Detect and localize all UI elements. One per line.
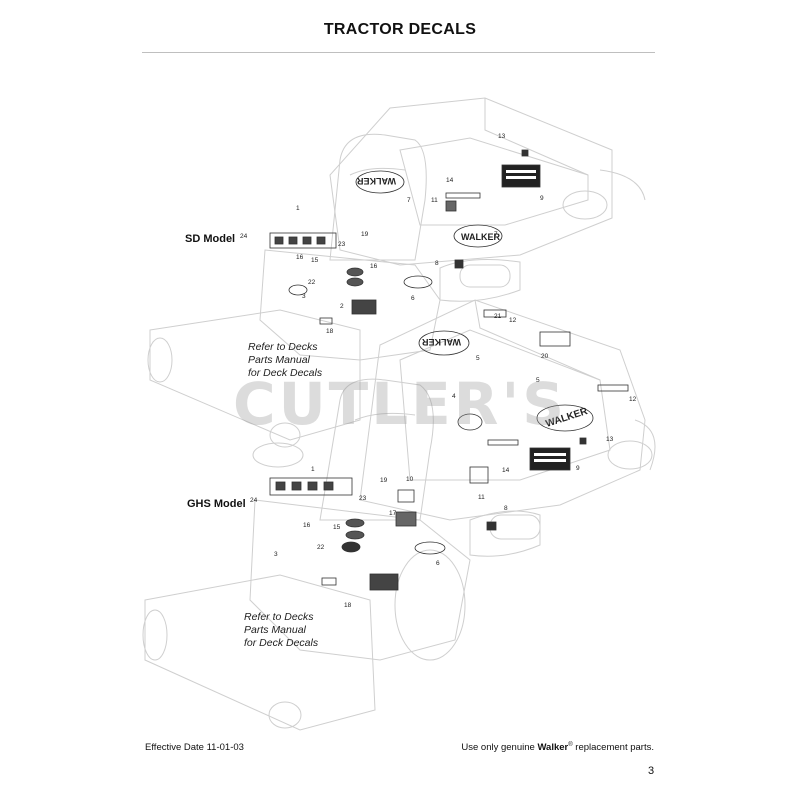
sd-dash-decal	[269, 232, 337, 249]
refer-line: Refer to Decks	[244, 611, 314, 623]
ghs-model-label: GHS Model	[187, 498, 246, 510]
ghs-callout: 3	[274, 551, 278, 558]
ghs-callout: 19	[380, 477, 388, 484]
sd-callout: 11	[431, 197, 438, 204]
page-number: 3	[648, 765, 655, 777]
ghs-callout: 11	[478, 494, 485, 501]
replacement-parts-notice: Use only genuine Walker® replacement par…	[461, 742, 654, 753]
ghs-callout: 5	[536, 377, 540, 384]
sd-callout: 8	[435, 260, 439, 267]
sd-callout: 23	[338, 241, 346, 248]
sd-callout: 14	[446, 177, 454, 184]
ghs-callout: 15	[333, 524, 341, 531]
effective-date: Effective Date 11-01-03	[145, 742, 244, 753]
ghs-dash-decal	[269, 477, 353, 496]
ghs-callout: 21	[494, 313, 502, 320]
notice-suffix: replacement parts.	[572, 742, 654, 754]
brand-name: Walker	[537, 742, 569, 754]
ghs-callout: 20	[541, 353, 549, 360]
ghs-callout: 6	[436, 560, 440, 567]
sd-callout: 9	[540, 195, 544, 202]
refer-line: for Deck Decals	[244, 637, 319, 649]
refer-line: Parts Manual	[248, 354, 310, 366]
ghs-callout: 18	[344, 602, 352, 609]
ghs-callout: 17	[389, 510, 397, 517]
refer-line: Parts Manual	[244, 624, 306, 636]
sd-body-logo-decal	[453, 224, 503, 248]
ghs-callout: 13	[606, 436, 614, 443]
sd-deck-reference: Refer to Decks Parts Manual for Deck Dec…	[248, 341, 322, 380]
ghs-callout: 22	[317, 544, 325, 551]
sd-front-deck	[259, 249, 441, 361]
page-title: TRACTOR DECALS	[323, 21, 477, 38]
sd-callout: 15	[311, 257, 319, 264]
sd-callout: 16	[296, 254, 304, 261]
sd-callout: 22	[308, 279, 316, 286]
sd-callout: 6	[411, 295, 415, 302]
watermark: CUTLER'S	[233, 370, 567, 438]
ghs-callout: 23	[359, 495, 367, 502]
ghs-callout: 9	[576, 465, 580, 472]
ghs-callout: 10	[406, 476, 414, 483]
ghs-body-outline	[359, 299, 646, 521]
sd-callout: 2	[340, 303, 344, 310]
registered-mark: ®	[568, 742, 573, 748]
ghs-front-deck	[249, 499, 471, 661]
ghs-callout: 12	[629, 396, 637, 403]
ghs-callout: 24	[250, 497, 258, 504]
ghs-deck-reference: Refer to Decks Parts Manual for Deck Dec…	[244, 611, 318, 650]
sd-callout: 1	[296, 205, 300, 212]
sd-seat	[329, 133, 427, 261]
ghs-seat-logo-decal	[418, 330, 470, 356]
ghs-callout: 5	[476, 355, 480, 362]
refer-line: Refer to Decks	[248, 341, 318, 353]
ghs-seat	[319, 378, 434, 521]
sd-callout: 7	[494, 231, 498, 238]
sd-callout: 3	[302, 293, 306, 300]
sd-callout: 16	[370, 263, 378, 270]
sd-body-logo: WALKER	[461, 232, 500, 242]
sd-callout: 13	[498, 133, 506, 140]
refer-line: for Deck Decals	[248, 367, 323, 379]
title-divider	[142, 52, 655, 53]
notice-prefix: Use only genuine	[461, 742, 538, 754]
ghs-callout: 4	[452, 393, 456, 400]
sd-callout: 24	[240, 233, 248, 240]
ghs-body-logo-decal	[536, 404, 594, 432]
sd-body-outline	[329, 97, 613, 266]
ghs-seat-logo: WALKER	[422, 337, 461, 347]
sd-callout: 7	[407, 197, 411, 204]
ghs-callout: 14	[502, 467, 510, 474]
sd-callout: 19	[361, 231, 369, 238]
sd-callout: 18	[326, 328, 334, 335]
ghs-callout: 16	[303, 522, 311, 529]
ghs-callout: 12	[509, 317, 517, 324]
ghs-callout: 8	[504, 505, 508, 512]
sd-model-label: SD Model	[185, 233, 236, 245]
ghs-callout: 1	[311, 466, 315, 473]
sd-seat-logo-decal	[355, 170, 405, 194]
sd-seat-logo: WALKER	[357, 176, 396, 186]
